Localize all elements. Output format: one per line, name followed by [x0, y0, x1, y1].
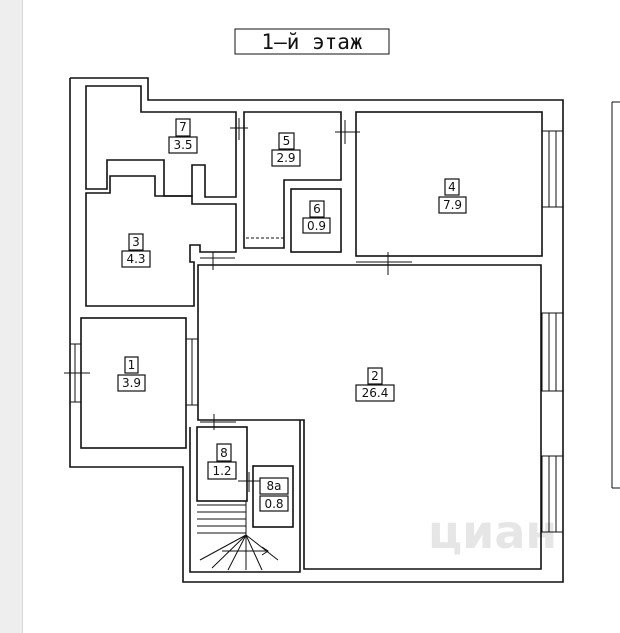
- room-area: 2.9: [276, 151, 295, 165]
- room-label-8: 8 1.2: [207, 443, 237, 480]
- room-2-walls: [197, 264, 542, 570]
- room-label-6: 6 0.9: [302, 200, 331, 234]
- room-8a-walls: [252, 465, 294, 528]
- room-area: 26.4: [362, 386, 389, 400]
- room-label-3: 3 4.3: [121, 233, 151, 268]
- room-area: 0.9: [307, 219, 326, 233]
- room-label-4: 4 7.9: [438, 178, 467, 214]
- room-area: 3.9: [122, 376, 141, 390]
- room-number: 8: [220, 446, 228, 460]
- door-openings: [64, 118, 412, 492]
- room-label-2: 2 26.4: [355, 367, 395, 402]
- room-area: 4.3: [126, 252, 145, 266]
- room-area: 3.5: [173, 138, 192, 152]
- room-number: 8а: [267, 479, 282, 493]
- room-area: 7.9: [443, 198, 462, 212]
- stair-walls: [189, 420, 301, 573]
- room-number: 1: [128, 358, 136, 372]
- floor-title-text: 1–й этаж: [261, 30, 363, 54]
- room-area: 1.2: [212, 464, 231, 478]
- room-number: 7: [179, 120, 187, 134]
- room-number: 3: [132, 235, 140, 249]
- room-5-walls: [243, 111, 342, 249]
- outer-walls: [69, 77, 564, 583]
- room-number: 4: [448, 180, 456, 194]
- room-number: 2: [371, 369, 379, 383]
- room-8-walls: [196, 426, 248, 502]
- room-label-1: 1 3.9: [117, 356, 146, 392]
- windows: [69, 130, 564, 533]
- watermark: циан: [428, 505, 557, 559]
- staircase: [197, 501, 279, 571]
- room-number: 6: [313, 202, 321, 216]
- viewer-left-strip: [0, 0, 23, 633]
- room-7-walls: [85, 85, 237, 198]
- room-area: 0.8: [264, 497, 283, 511]
- room-label-8a: 8а 0.8: [259, 477, 289, 512]
- room-number: 5: [283, 134, 291, 148]
- room-label-5: 5 2.9: [271, 132, 301, 167]
- floor-title: 1–й этаж: [234, 28, 390, 55]
- room-3-walls: [85, 175, 237, 307]
- room-label-7: 7 3.5: [168, 118, 198, 154]
- room-6-walls: [290, 188, 342, 253]
